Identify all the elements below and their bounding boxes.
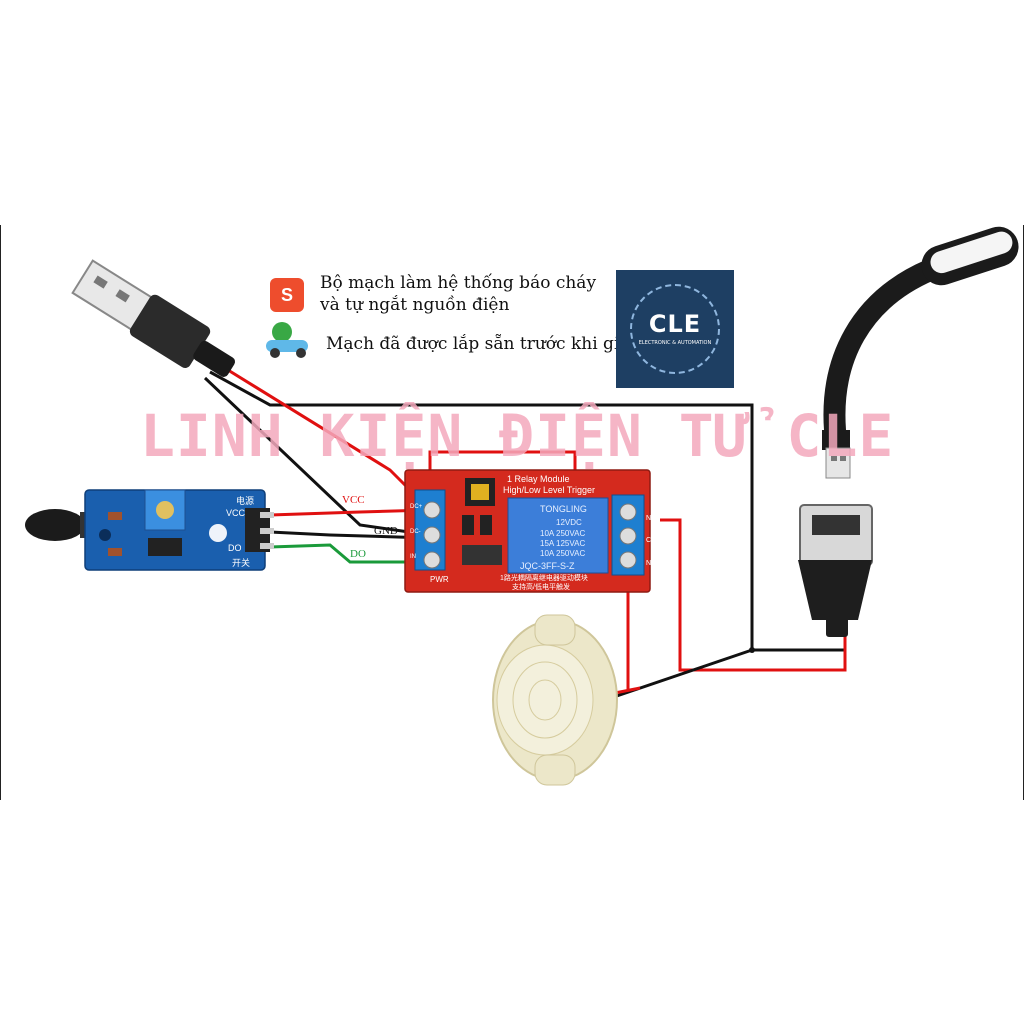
relay-rating-4: 10A 250VAC bbox=[540, 549, 585, 558]
usb-plug-icon bbox=[71, 259, 236, 377]
caption-line-2: và tự ngắt nguồn điện bbox=[320, 295, 510, 315]
sensor-cn1-label: 电源 bbox=[236, 495, 254, 506]
relay-rating-2: 10A 250VAC bbox=[540, 529, 585, 538]
cle-logo-circle bbox=[630, 284, 720, 374]
sensor-do-label: DO bbox=[228, 543, 242, 553]
relay-term-com: COM bbox=[646, 537, 663, 544]
shopee-icon: S bbox=[270, 278, 304, 312]
wire-label-vcc: VCC bbox=[342, 494, 365, 506]
relay-term-in: IN bbox=[410, 554, 416, 560]
wire-black-buzzer bbox=[604, 648, 753, 702]
buzzer-icon bbox=[492, 614, 618, 786]
cle-logo-text: CLE bbox=[648, 310, 702, 338]
caption-line-3: Mạch đã được lắp sẵn trước khi giao bbox=[326, 334, 640, 354]
delivery-icon bbox=[266, 322, 310, 358]
caption-line-1: Bộ mạch làm hệ thống báo cháy bbox=[320, 273, 597, 293]
relay-term-dcplus: DC+ bbox=[410, 504, 423, 510]
wire-red-nc-to-socket bbox=[660, 518, 847, 672]
wire-black-sensor-gnd bbox=[269, 530, 431, 540]
sensor-vcc-label: VCC bbox=[226, 508, 246, 518]
relay-term-no: NO bbox=[646, 560, 657, 567]
relay-title: 1 Relay Module bbox=[507, 474, 570, 484]
cle-logo-subtitle: ELECTRONIC & AUTOMATION bbox=[638, 340, 712, 346]
relay-pwr-label: PWR bbox=[430, 575, 449, 584]
usb-socket-icon bbox=[798, 504, 873, 637]
relay-bottom-text: 1路光耦隔离继电器驱动模块 bbox=[500, 573, 588, 582]
relay-model: JQC-3FF-S-Z bbox=[520, 561, 575, 571]
relay-subtitle: High/Low Level Trigger bbox=[503, 485, 595, 495]
junction-dot bbox=[749, 647, 755, 653]
sensor-cn2-label: 开关 bbox=[232, 557, 250, 568]
wire-green-sensor-do bbox=[269, 543, 430, 564]
frame-left-line bbox=[0, 225, 1, 800]
relay-bottom-text-2: 支持高/低电平触发 bbox=[512, 582, 570, 591]
cle-logo: CLE ELECTRONIC & AUTOMATION bbox=[616, 270, 734, 388]
relay-term-nc: NC bbox=[646, 515, 656, 522]
relay-brand: TONGLING bbox=[540, 504, 587, 514]
watermark-text: LINH KIỆN ĐIỆN TỬ CLE bbox=[140, 402, 895, 470]
relay-rating-3: 15A 125VAC bbox=[540, 539, 585, 548]
wire-black-top-loop bbox=[209, 370, 845, 652]
relay-term-dcminus: DC- bbox=[410, 529, 421, 535]
wire-label-gnd: GND bbox=[374, 525, 398, 537]
relay-module: 1 Relay Module High/Low Level Trigger TO… bbox=[404, 469, 663, 593]
wire-label-do: DO bbox=[350, 548, 366, 560]
flame-sensor-module: VCC DO 电源 开关 bbox=[25, 489, 274, 571]
relay-rating-1: 12VDC bbox=[556, 518, 582, 527]
usb-led-lamp-icon bbox=[822, 226, 1019, 479]
